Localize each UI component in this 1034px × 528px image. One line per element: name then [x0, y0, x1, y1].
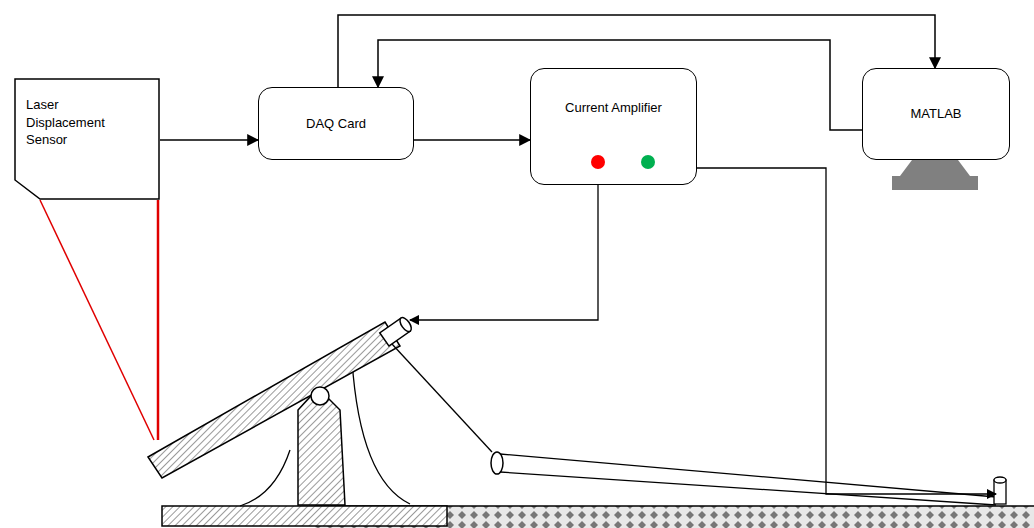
matlab-box: MATLAB [862, 68, 1010, 160]
laser-beam [157, 200, 160, 440]
amplifier-box: Current Amplifier [530, 68, 697, 185]
wire [410, 170, 598, 320]
node-label: MATLAB [910, 105, 961, 123]
node-label: Current Amplifier [565, 99, 662, 117]
laser-beam [40, 200, 154, 440]
pedal-plate [148, 322, 400, 478]
sensor-box: Laser Displacement Sensor [14, 78, 160, 200]
node-label: DAQ Card [306, 115, 366, 133]
wire [655, 168, 996, 494]
spring-curve [352, 360, 410, 504]
signal-connector [414, 139, 530, 141]
daq-box: DAQ Card [258, 87, 414, 160]
node-label: Laser Displacement Sensor [26, 96, 126, 149]
pedal-cylinder [380, 316, 414, 346]
cable [392, 344, 492, 452]
anchor-cylinder [994, 477, 1006, 504]
base-plate [162, 506, 447, 526]
pivot-pin [311, 387, 329, 405]
monitor-stand [892, 160, 978, 190]
pivot-support [298, 388, 345, 505]
signal-connector [160, 139, 258, 141]
pulley [491, 452, 503, 474]
